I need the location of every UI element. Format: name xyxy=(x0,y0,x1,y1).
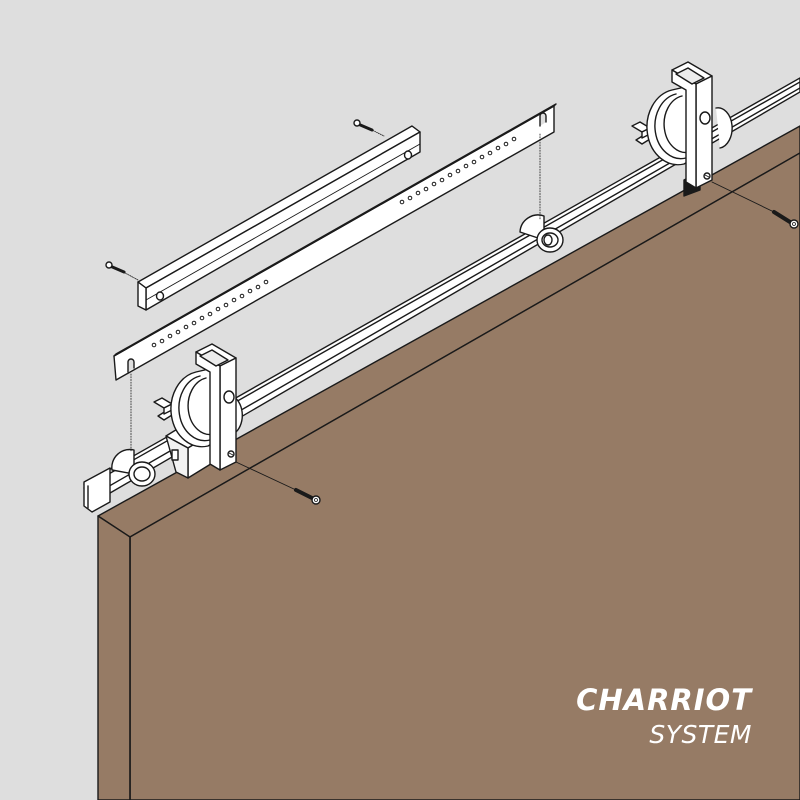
mid-roller-guide xyxy=(519,214,564,253)
right-hanger-roller xyxy=(646,61,733,197)
caption-title: CHARRIOT xyxy=(576,683,752,717)
left-rail-roller xyxy=(111,448,156,487)
product-caption: CHARRIOT SYSTEM xyxy=(576,684,752,752)
wood-spacer-bar xyxy=(137,125,421,311)
caption-subtitle: SYSTEM xyxy=(649,720,752,749)
door-screw-right xyxy=(711,181,799,229)
sliding-door-panel xyxy=(97,125,800,800)
left-hanger-roller xyxy=(170,343,243,471)
door-screw-left xyxy=(235,461,321,505)
perforated-mounting-strip xyxy=(113,103,557,381)
spacer-screw-right xyxy=(353,119,385,137)
spacer-screw-left xyxy=(105,261,139,281)
